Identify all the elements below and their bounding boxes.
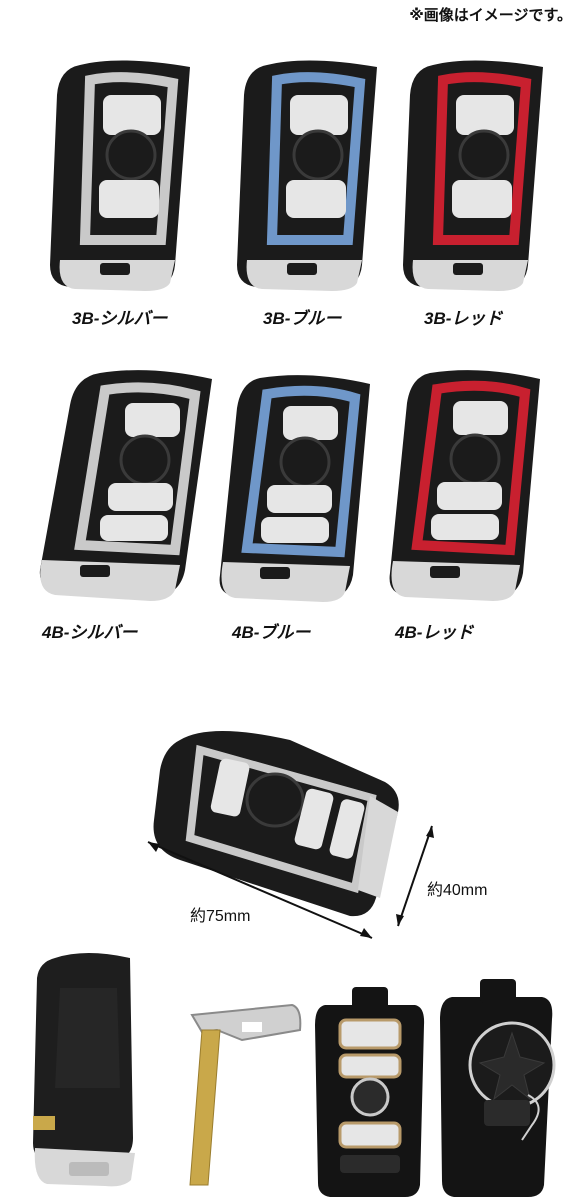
label-4b-red: 4B-レッド: [395, 623, 474, 642]
fob-3b-silver: [45, 55, 195, 295]
label-4b-blue: 4B-ブルー: [232, 623, 311, 642]
image-disclaimer: ※画像はイメージです。: [409, 7, 572, 24]
fob-3b-red: [398, 55, 548, 295]
accent-trim: [432, 72, 532, 245]
shell-interior-front: [310, 985, 430, 1200]
fob-4b-blue: [215, 370, 375, 605]
fob-back-with-key-base: [25, 948, 145, 1188]
label-3b-red: 3B-レッド: [424, 309, 503, 328]
accent-trim: [266, 72, 366, 245]
label-3b-blue: 3B-ブルー: [263, 309, 342, 328]
label-4b-silver: 4B-シルバー: [42, 623, 138, 642]
dimension-length: 約75mm: [190, 908, 251, 925]
fob-3b-blue: [232, 55, 382, 295]
fob-4b-silver: [30, 365, 220, 605]
emergency-key-blade: [172, 1000, 312, 1190]
accent-trim: [74, 382, 201, 556]
accent-trim: [241, 385, 361, 558]
accent-trim: [411, 380, 531, 556]
shell-interior-back: [432, 975, 562, 1200]
accent-trim: [79, 72, 179, 245]
dimension-width: 約40mm: [427, 882, 488, 899]
fob-4b-red: [385, 365, 545, 605]
label-3b-silver: 3B-シルバー: [72, 309, 168, 328]
fob-dimension-view: [140, 720, 520, 950]
